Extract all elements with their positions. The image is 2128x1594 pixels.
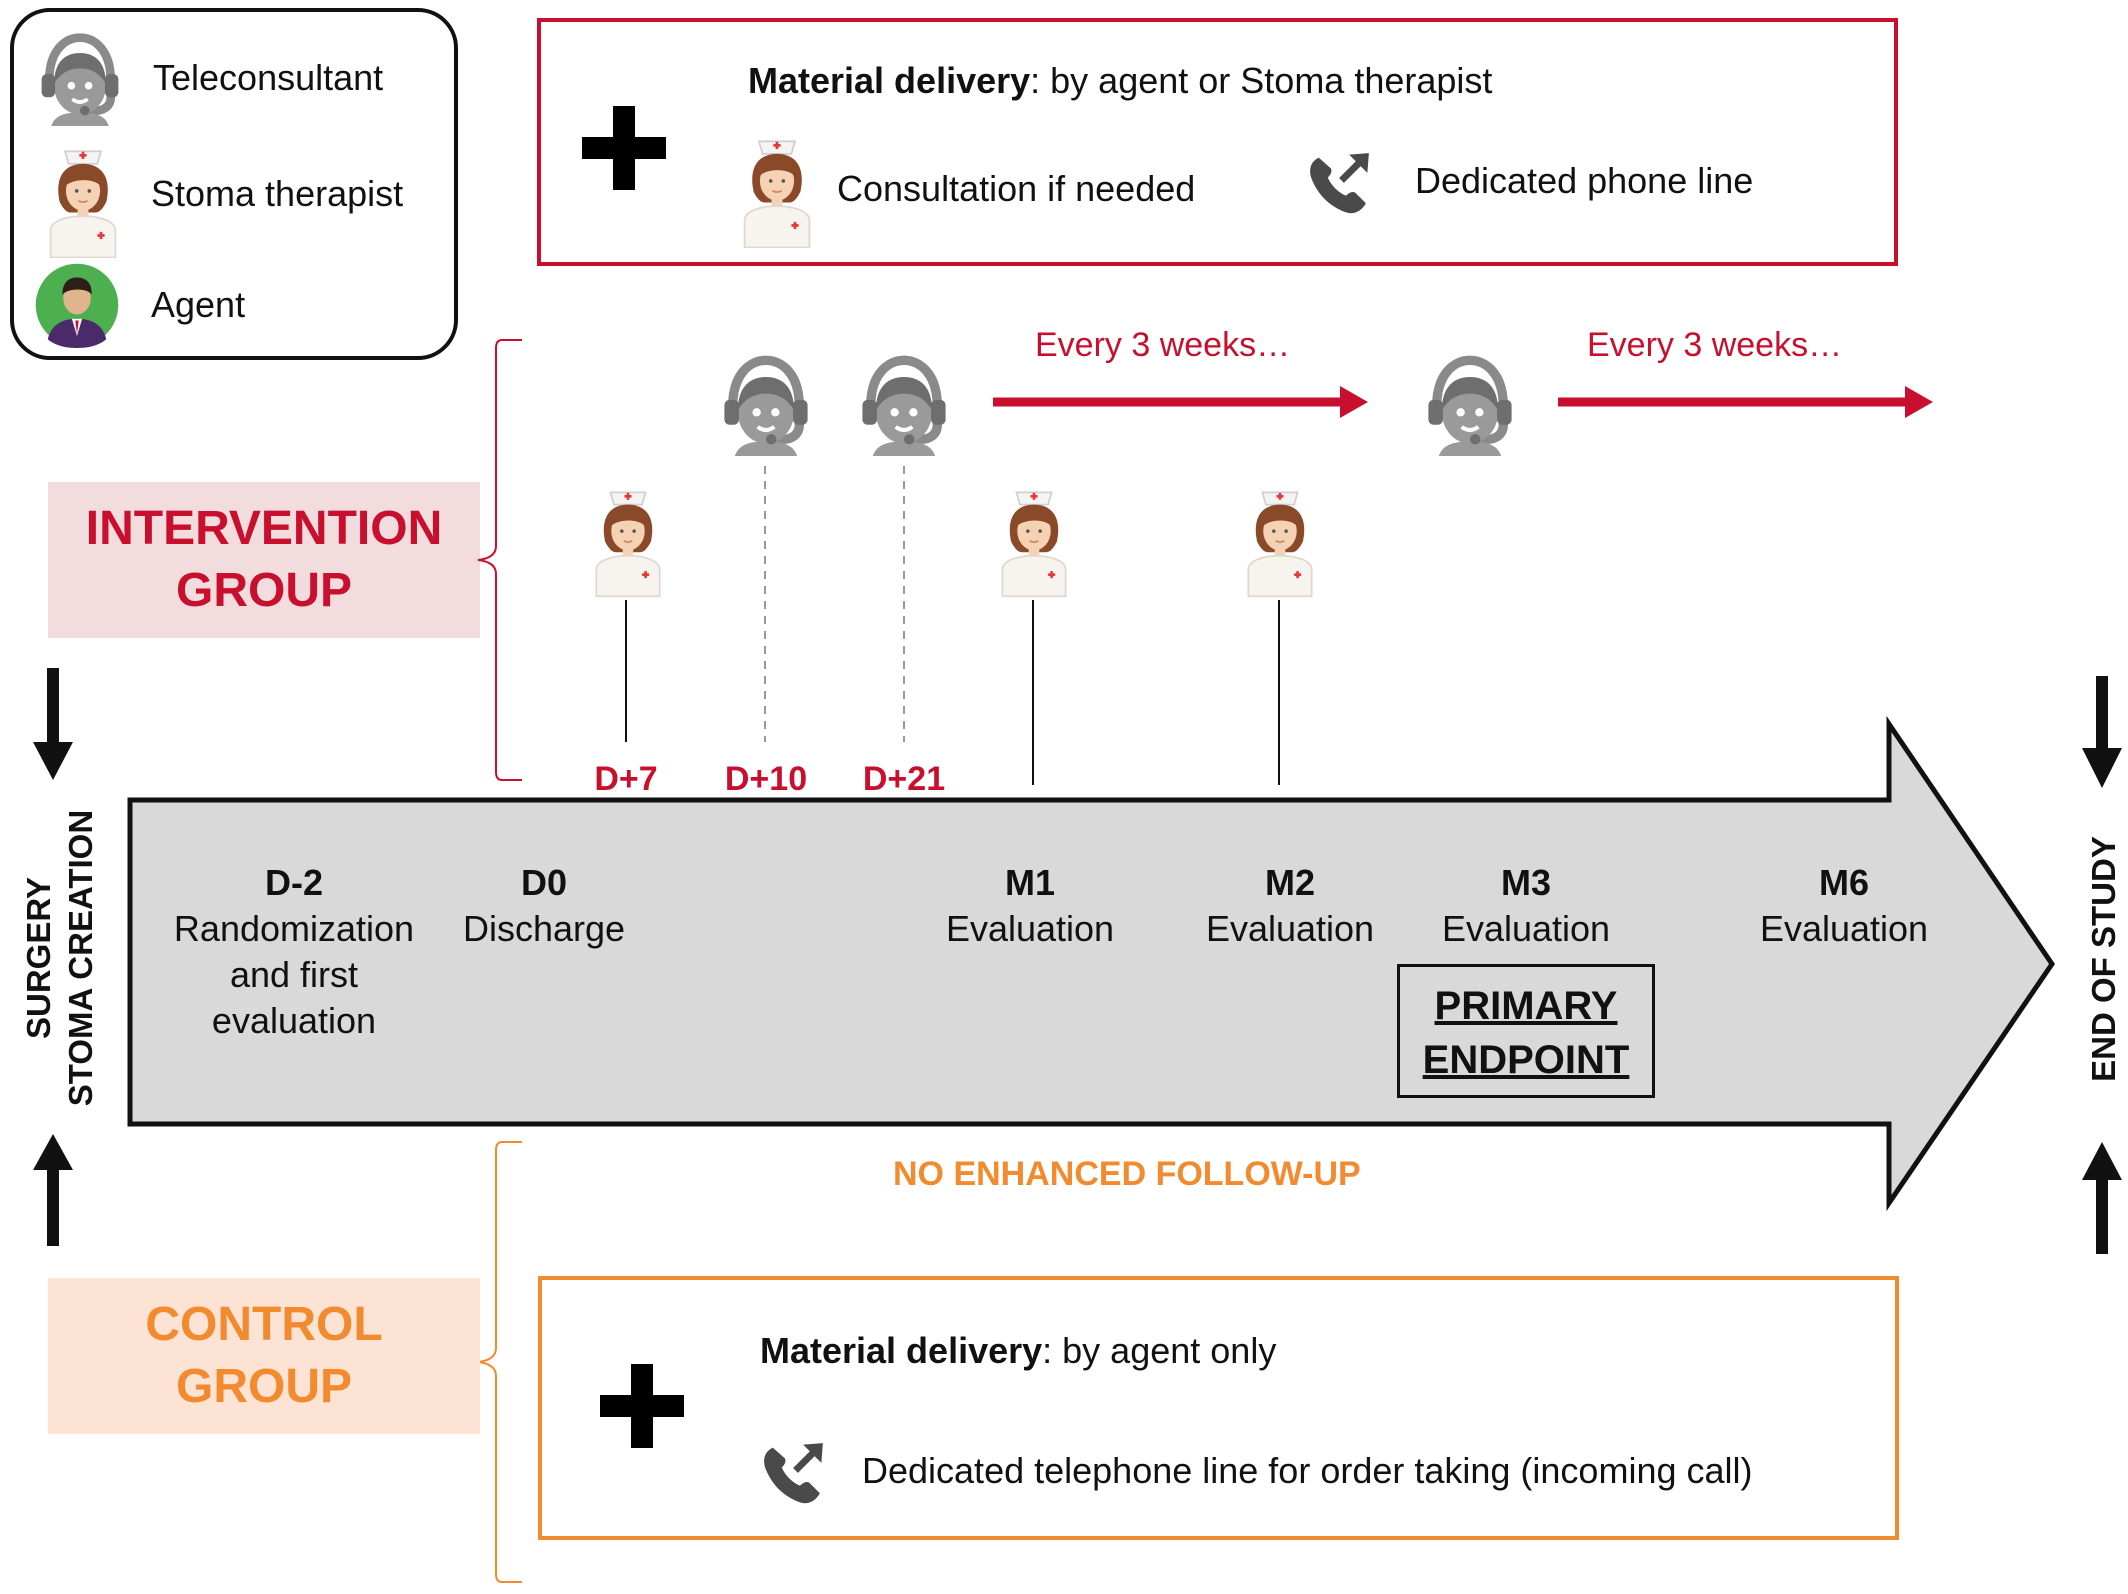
timeline-code: M1 (1004, 862, 1055, 903)
stoma-therapist-icon (38, 140, 128, 258)
surgery-up-arrow (33, 1134, 73, 1246)
every-3-weeks-arrow-2 (1558, 386, 1933, 418)
every-3-weeks-label: Every 3 weeks… (1587, 326, 1843, 364)
surgery-down-arrow (33, 668, 73, 780)
day-label-d21: D+21 (862, 760, 946, 798)
day-label-d10: D+10 (724, 760, 808, 798)
surgery-stoma-creation-label: SURGERY STOMA CREATION (18, 808, 102, 1108)
dedicated-telephone-line-label: Dedicated telephone line for order takin… (862, 1450, 1753, 1491)
timeline-desc: Evaluation (945, 908, 1115, 949)
dedicated-phone-line-label: Dedicated phone line (1415, 160, 1754, 201)
no-enhanced-followup-label: NO ENHANCED FOLLOW-UP (893, 1155, 1361, 1193)
timeline-desc: Evaluation (1759, 908, 1929, 949)
material-delivery-detail: : by agent only (1042, 1330, 1277, 1371)
end-of-study-label: END OF STUDY (2085, 836, 2122, 1082)
timeline-desc: Evaluation (1441, 908, 1611, 949)
every-3-weeks-label: Every 3 weeks… (1035, 326, 1291, 364)
plus-icon (600, 1364, 684, 1448)
teleconsultant-icon (852, 352, 956, 456)
day-label-d7: D+7 (594, 760, 658, 798)
teleconsultant-icon (1418, 352, 1522, 456)
intervention-group-line1: INTERVENTION (85, 502, 443, 555)
control-group-line2: GROUP (175, 1360, 352, 1413)
legend-agent-label: Agent (151, 284, 246, 325)
stoma-therapist-icon (584, 478, 672, 600)
timeline-code: M6 (1818, 862, 1869, 903)
control-group-line1: CONTROL (145, 1298, 383, 1351)
stoma-therapist-icon (732, 130, 822, 248)
timeline-m3: M3 Evaluation (1426, 860, 1626, 952)
teleconsultant-icon (714, 352, 818, 456)
legend-box (10, 8, 458, 360)
control-material-delivery: Material delivery: by agent only (760, 1330, 1276, 1372)
end-up-arrow (2082, 1142, 2122, 1254)
timeline-d0: D0 Discharge (444, 860, 644, 952)
intervention-bracket (477, 339, 522, 781)
timeline-code: D0 (520, 862, 568, 903)
stoma-therapist-icon (1236, 478, 1324, 600)
agent-icon (34, 262, 120, 348)
intervention-material-delivery: Material delivery: by agent or Stoma the… (748, 60, 1492, 102)
primary-endpoint-line1: PRIMARY (1434, 984, 1618, 1028)
intervention-group-label: INTERVENTION GROUP (48, 482, 480, 638)
every-3-weeks-arrow-1 (993, 386, 1368, 418)
plus-icon (582, 106, 666, 190)
control-material-box (538, 1276, 1899, 1540)
primary-endpoint-box: PRIMARY ENDPOINT (1397, 964, 1655, 1098)
timeline-desc: Evaluation (1205, 908, 1375, 949)
surgery-label: SURGERY (20, 877, 57, 1039)
timeline-code: M3 (1500, 862, 1551, 903)
material-delivery-detail: : by agent or Stoma therapist (1030, 60, 1493, 101)
timeline-code: D-2 (264, 862, 323, 903)
intervention-material-box (537, 18, 1898, 266)
stoma-creation-label: STOMA CREATION (62, 809, 99, 1107)
timeline-m1: M1 Evaluation (930, 860, 1130, 952)
material-delivery-label: Material delivery (760, 1330, 1043, 1371)
timeline-m6: M6 Evaluation (1744, 860, 1944, 952)
timeline-desc: Randomization (173, 908, 415, 949)
legend-stoma-therapist-label: Stoma therapist (151, 173, 404, 214)
stoma-therapist-icon (990, 478, 1078, 600)
control-group-label: CONTROL GROUP (48, 1278, 480, 1434)
timeline-code: M2 (1264, 862, 1315, 903)
phone-icon (1302, 144, 1378, 220)
primary-endpoint-line2: ENDPOINT (1422, 1038, 1630, 1082)
legend-teleconsultant-label: Teleconsultant (153, 57, 384, 98)
phone-icon (756, 1434, 832, 1510)
timeline-desc: and first (229, 954, 359, 995)
intervention-group-line2: GROUP (175, 564, 352, 617)
timeline-desc: Discharge (462, 908, 626, 949)
end-down-arrow (2082, 676, 2122, 788)
timeline-m2: M2 Evaluation (1190, 860, 1390, 952)
consultation-if-needed-label: Consultation if needed (837, 168, 1196, 209)
material-delivery-label: Material delivery (748, 60, 1031, 101)
timeline-d-2: D-2 Randomization and first evaluation (150, 860, 438, 1044)
teleconsultant-icon (32, 30, 128, 126)
timeline-desc: evaluation (211, 1000, 377, 1041)
